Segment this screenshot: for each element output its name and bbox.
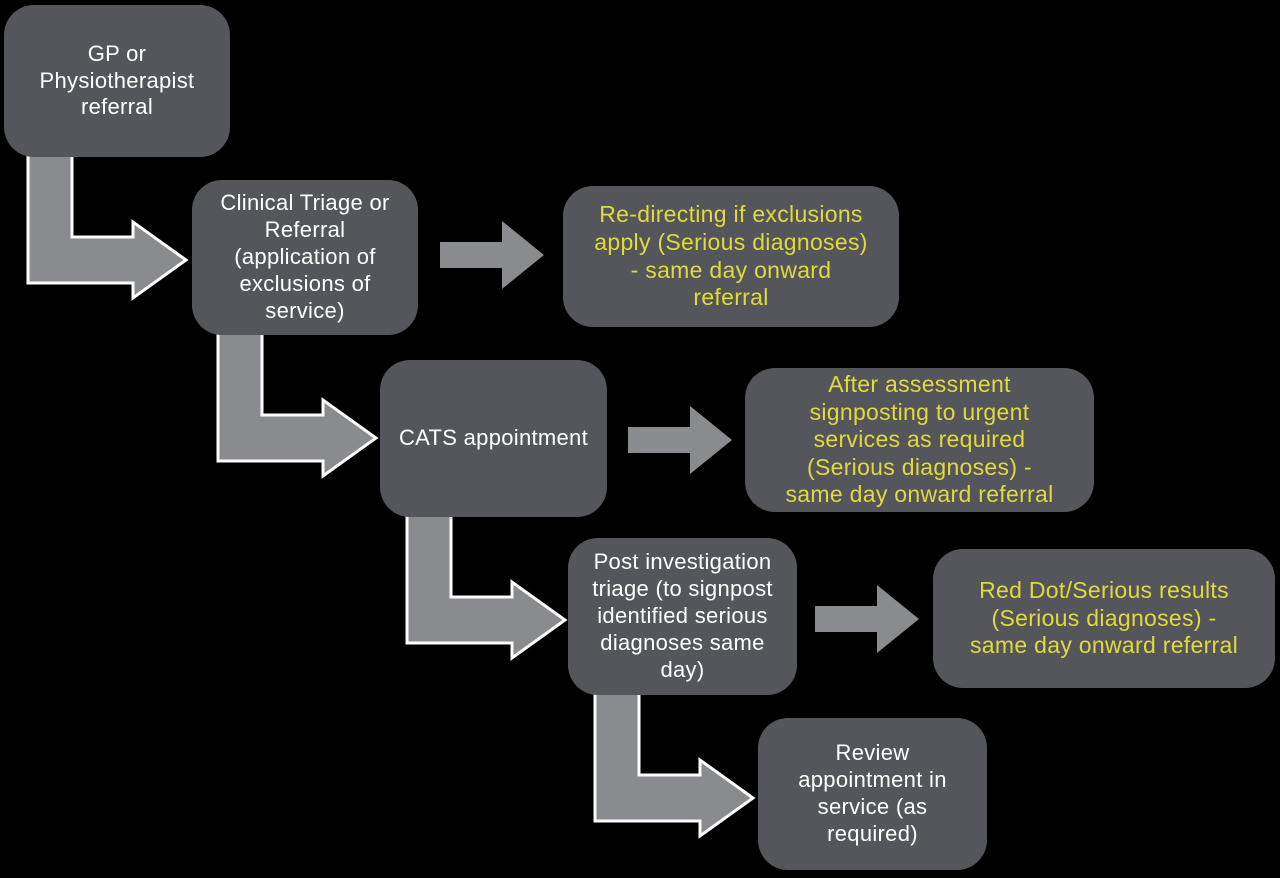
- node-post-investigation-triage-label: Post investigation triage (to signpost i…: [592, 549, 773, 682]
- arrow-post-investigation-to-review: [593, 689, 756, 839]
- node-after-assessment: After assessment signposting to urgent s…: [745, 368, 1094, 512]
- node-clinical-triage: Clinical Triage or Referral (application…: [192, 180, 418, 335]
- arrow-gp-to-clinical-triage: [26, 151, 189, 301]
- arrow-clinical-triage-to-cats: [216, 329, 379, 479]
- node-gp-referral: GP or Physiotherapist referral: [4, 5, 230, 157]
- node-clinical-triage-label: Clinical Triage or Referral (application…: [220, 190, 390, 323]
- arrow-cats-to-post-investigation: [405, 511, 568, 661]
- node-cats-appointment-label: CATS appointment: [398, 425, 589, 451]
- node-cats-appointment: CATS appointment: [380, 360, 607, 517]
- node-redirecting-exclusions: Re-directing if exclusions apply (Seriou…: [563, 186, 899, 327]
- node-gp-referral-label: GP or Physiotherapist referral: [39, 40, 195, 120]
- node-review-appointment-label: Review appointment in service (as requir…: [798, 740, 947, 846]
- node-red-dot-results: Red Dot/Serious results (Serious diagnos…: [933, 549, 1275, 688]
- node-redirecting-exclusions-label: Re-directing if exclusions apply (Seriou…: [594, 201, 868, 311]
- node-red-dot-results-label: Red Dot/Serious results (Serious diagnos…: [970, 577, 1238, 659]
- node-post-investigation-triage: Post investigation triage (to signpost i…: [568, 538, 797, 695]
- node-review-appointment: Review appointment in service (as requir…: [758, 718, 987, 870]
- node-after-assessment-label: After assessment signposting to urgent s…: [785, 371, 1054, 508]
- arrow-clinical-triage-to-redirecting: [440, 221, 544, 289]
- arrow-cats-to-after-assessment: [628, 406, 732, 474]
- arrow-post-investigation-to-red-dot: [815, 585, 919, 653]
